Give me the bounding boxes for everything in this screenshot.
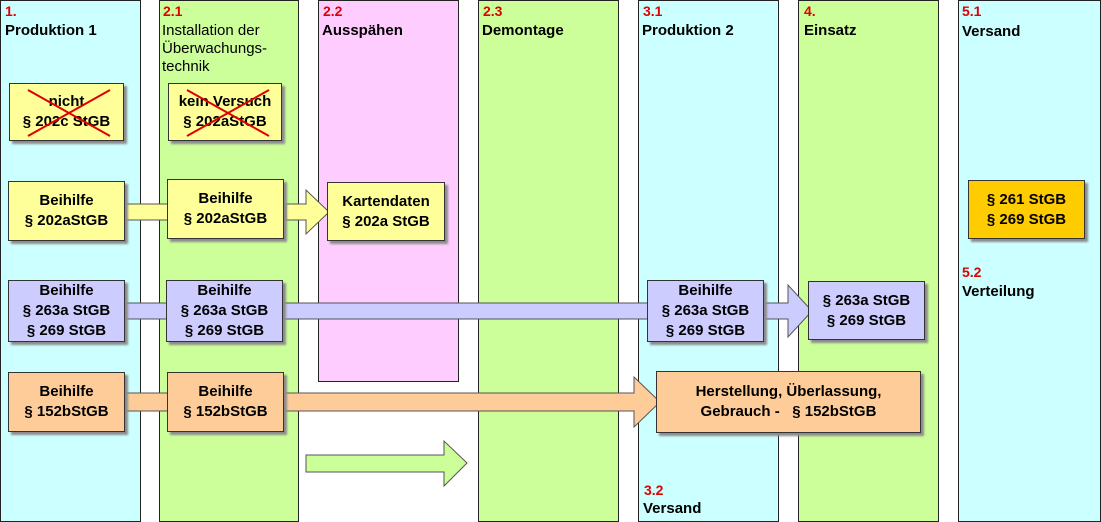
column-2-3-demontage: [478, 0, 619, 522]
column-number: 2.1: [163, 3, 183, 19]
box-line: Beihilfe: [197, 282, 252, 299]
box-beihilfe-202a-col2: Beihilfe § 202aStGB: [167, 179, 284, 239]
box-line: § 263a StGB: [180, 302, 269, 319]
box-line: § 152bStGB: [24, 403, 109, 420]
box-beihilfe-152b-col1: Beihilfe § 152bStGB: [8, 372, 125, 432]
box-beihilfe-202a-col1: Beihilfe § 202aStGB: [8, 181, 125, 241]
box-line: § 261 StGB: [986, 190, 1067, 208]
box-261-269-versand: § 261 StGB § 269 StGB: [968, 180, 1085, 239]
column-title: Ausspähen: [322, 22, 403, 39]
box-line: § 263a StGB: [822, 291, 911, 309]
box-line: § 269 StGB: [986, 210, 1067, 228]
box-kein-versuch-202a: kein Versuch § 202aStGB: [168, 83, 282, 141]
column-number: 5.1: [962, 3, 982, 19]
column-number: 3.1: [643, 3, 663, 19]
box-line: Beihilfe: [39, 192, 94, 209]
column-number: 1.: [5, 3, 17, 19]
column-3-1-produktion: [638, 0, 779, 522]
column-title-line: Installation der: [162, 22, 260, 39]
box-kartendaten-202a: Kartendaten § 202a StGB: [327, 182, 445, 241]
box-beihilfe-263a-col31: Beihilfe § 263a StGB § 269 StGB: [647, 280, 764, 342]
box-line: Beihilfe: [39, 282, 94, 299]
box-nicht-202c: nicht § 202c StGB: [9, 83, 124, 141]
box-line: § 202aStGB: [24, 212, 109, 229]
box-line: Kartendaten: [342, 192, 430, 210]
box-line: Gebrauch - § 152bStGB: [700, 403, 877, 420]
column-title: Demontage: [482, 22, 564, 39]
column-title-line: technik: [162, 58, 210, 75]
sublabel-number: 3.2: [644, 482, 664, 498]
column-5-1-versand: [958, 0, 1101, 522]
box-line: § 269 StGB: [184, 322, 265, 339]
box-line: Beihilfe: [39, 383, 94, 400]
arrow-green: [305, 439, 468, 488]
box-line: § 202aStGB: [183, 210, 268, 227]
box-line: § 269 StGB: [826, 311, 907, 329]
sublabel-title: Verteilung: [962, 283, 1035, 300]
column-4-einsatz: [798, 0, 939, 522]
column-title: Produktion 2: [642, 22, 734, 39]
box-line: § 269 StGB: [26, 322, 107, 339]
box-line: § 152bStGB: [183, 403, 268, 420]
box-beihilfe-152b-col2: Beihilfe § 152bStGB: [167, 372, 284, 432]
box-line: § 269 StGB: [665, 322, 746, 339]
connector-yellow: [125, 203, 169, 221]
column-number: 2.3: [483, 3, 503, 19]
box-herstellung-152b: Herstellung, Überlassung, Gebrauch - § 1…: [656, 371, 921, 433]
box-line: Beihilfe: [678, 282, 733, 299]
box-beihilfe-263a-col2: Beihilfe § 263a StGB § 269 StGB: [166, 280, 283, 342]
box-line: Beihilfe: [198, 383, 253, 400]
box-beihilfe-263a-col1: Beihilfe § 263a StGB § 269 StGB: [8, 280, 125, 342]
sublabel-number: 5.2: [962, 264, 982, 280]
sublabel-title: Versand: [643, 500, 702, 517]
box-line: § 263a StGB: [22, 302, 111, 319]
column-title: Einsatz: [804, 22, 857, 39]
box-line: § 202a StGB: [342, 212, 430, 230]
column-title: Versand: [962, 23, 1021, 40]
cross-out-icon: [27, 89, 111, 137]
cross-out-icon: [186, 89, 270, 137]
box-line: § 263a StGB: [661, 302, 750, 319]
column-number: 4.: [804, 3, 816, 19]
column-number: 2.2: [323, 3, 343, 19]
box-line: Beihilfe: [198, 190, 253, 207]
column-title-line: Überwachungs-: [162, 40, 268, 57]
box-263a-269-einsatz: § 263a StGB § 269 StGB: [808, 281, 925, 340]
arrow-yellow: [285, 188, 330, 236]
column-title: Produktion 1: [5, 22, 97, 39]
box-line: Herstellung, Überlassung,: [695, 383, 882, 400]
